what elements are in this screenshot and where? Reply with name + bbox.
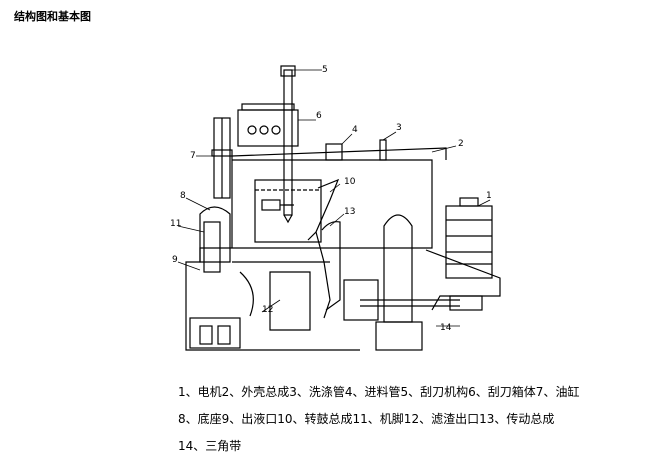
liquid-outlet [189,317,241,349]
legend-line-3: 14、三角带 [178,439,242,453]
callout-10: 10 [344,177,356,187]
legend-line-1: 1、电机2、外壳总成3、洗涤管4、进料管5、刮刀机构6、刮刀箱体7、油缸 [178,385,580,399]
feed-pipe [325,143,343,161]
motor [445,205,493,279]
callout-1: 1 [486,191,492,201]
callout-11: 11 [170,219,181,229]
drum-cone [307,178,340,241]
callout-2: 2 [458,139,464,149]
base-leg [199,206,231,263]
centrifuge-structure-drawing: 1 2 3 4 5 6 7 8 9 10 11 12 13 14 [170,65,501,351]
callout-9: 9 [172,255,178,265]
figure-title: 结构图和基本图 [14,10,91,23]
callout-8: 8 [180,191,186,201]
residue-outlet [269,271,311,331]
callout-5: 5 [322,65,328,75]
callout-6: 6 [316,111,322,121]
scraper-shaft [283,69,293,216]
housing-top-rim [231,147,447,160]
callout-4: 4 [352,125,358,135]
drum-window [254,179,322,243]
callout-7: 7 [190,151,196,161]
callout-14: 14 [440,323,452,333]
callout-12: 12 [262,305,273,315]
callout-13: 13 [344,207,355,217]
legend-line-2: 8、底座9、出液口10、转鼓总成11、机脚12、滤渣出口13、传动总成 [178,412,555,426]
belt-drive [425,249,501,311]
transmission [321,221,341,311]
machine-foot [383,214,413,323]
callout-3: 3 [396,123,402,133]
